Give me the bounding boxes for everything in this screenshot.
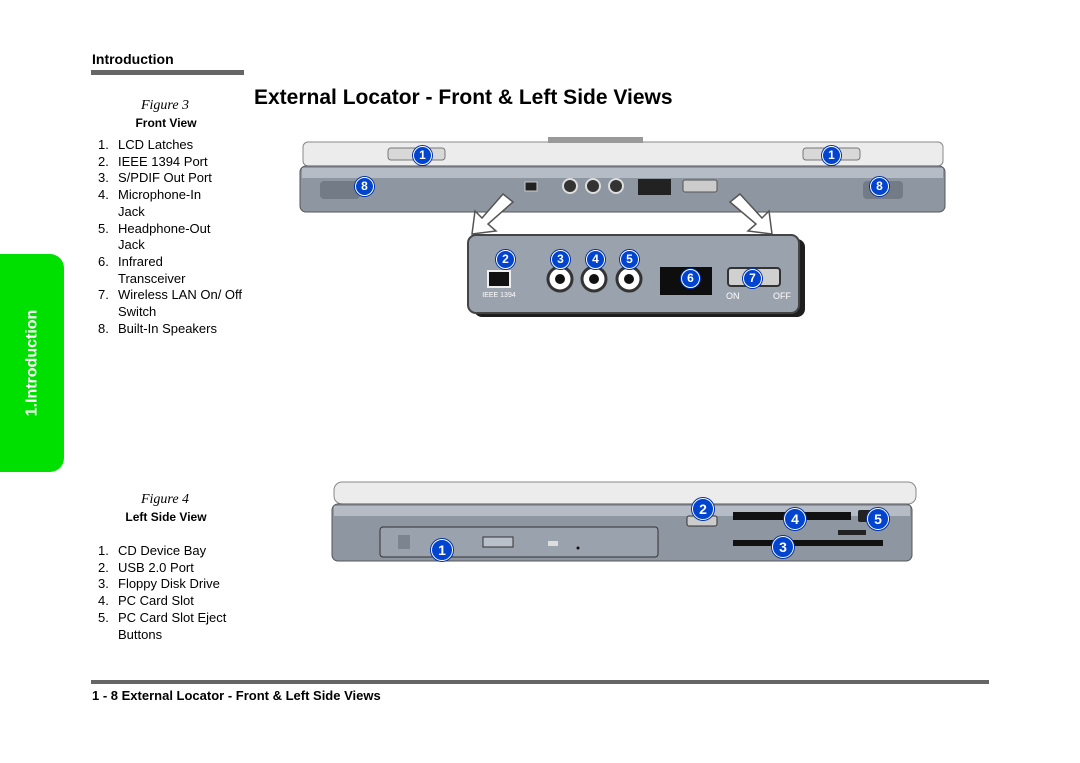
callout-marker: 4 xyxy=(784,508,806,530)
chapter-tab-label: 1.Introduction xyxy=(23,309,40,417)
list-item: 3.S/PDIF Out Port xyxy=(98,170,212,186)
figure3-title: Front View xyxy=(135,116,197,130)
floppy-slot xyxy=(733,540,883,546)
figure4-label: Figure 4 xyxy=(140,492,190,507)
callout-marker: 4 xyxy=(586,250,605,269)
left-side-diagram xyxy=(331,481,917,562)
callout-marker: 3 xyxy=(551,250,570,269)
callout-marker: 3 xyxy=(772,536,794,558)
speaker-left xyxy=(320,181,360,199)
callout-marker: 1 xyxy=(413,146,432,165)
switch-on-label: ON xyxy=(726,291,740,301)
list-item: 1.LCD Latches xyxy=(98,137,194,152)
callout-marker: 7 xyxy=(743,269,762,288)
footer-text: 1 - 8 External Locator - Front & Left Si… xyxy=(92,688,381,703)
figure4-legend: 1.CD Device Bay 2.USB 2.0 Port 3.Floppy … xyxy=(98,543,236,643)
list-item: 1.CD Device Bay xyxy=(98,543,207,558)
list-item: 3.Floppy Disk Drive xyxy=(98,576,220,592)
ieee-label: IEEE 1394 xyxy=(482,292,516,299)
list-item: 2.USB 2.0 Port xyxy=(98,559,194,575)
list-item: 7.Wireless LAN On/ Off Switch xyxy=(98,287,243,320)
front-view-diagram: IEEE 1394 ON OFF xyxy=(299,137,946,317)
list-item: 6.Infrared Transceiver xyxy=(98,253,186,286)
callout-marker: 8 xyxy=(355,177,374,196)
switch-off-label: OFF xyxy=(773,291,791,301)
callout-marker: 8 xyxy=(870,177,889,196)
section-rule xyxy=(91,70,244,75)
list-item: 2.IEEE 1394 Port xyxy=(98,153,208,169)
callout-marker: 6 xyxy=(681,269,700,288)
callout-marker: 1 xyxy=(822,146,841,165)
chapter-tab[interactable]: 1.Introduction xyxy=(0,254,64,472)
list-item: 8.Built-In Speakers xyxy=(98,320,217,336)
list-item: 5.Headphone-Out Jack xyxy=(98,220,211,253)
list-item: 4.PC Card Slot xyxy=(98,593,194,609)
callout-marker: 5 xyxy=(620,250,639,269)
figure3-label: Figure 3 xyxy=(140,98,190,113)
figure3-legend: 1.LCD Latches 2.IEEE 1394 Port 3.S/PDIF … xyxy=(98,137,242,337)
callout-marker: 2 xyxy=(496,250,515,269)
arrow-right-icon xyxy=(728,192,773,235)
callout-marker: 1 xyxy=(431,539,453,561)
section-title: Introduction xyxy=(92,51,174,67)
list-item: 5.PC Card Slot Eject Buttons xyxy=(98,609,227,642)
cd-bay xyxy=(379,526,659,558)
page-title: External Locator - Front & Left Side Vie… xyxy=(254,86,673,109)
list-item: 4.Microphone-In Jack xyxy=(98,187,202,219)
footer-rule xyxy=(91,680,989,684)
figure4-title: Left Side View xyxy=(125,510,207,524)
callout-marker: 5 xyxy=(867,508,889,530)
arrow-left-icon xyxy=(471,192,515,235)
ieee1394-port xyxy=(487,270,511,288)
callout-marker: 2 xyxy=(692,498,714,520)
